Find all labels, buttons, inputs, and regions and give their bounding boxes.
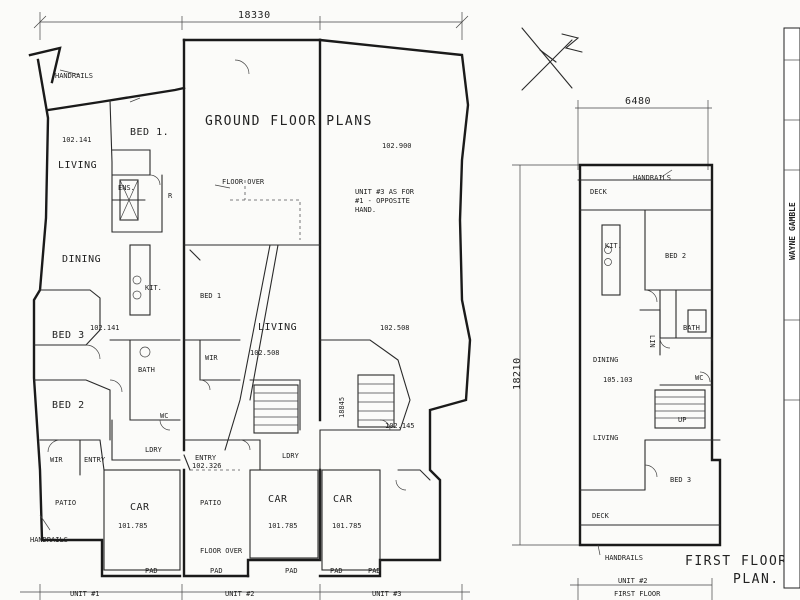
unit-2-label: UNIT #2 [225, 590, 255, 598]
room-deck-top: DECK [590, 188, 608, 196]
room-entry-unit2: ENTRY [195, 454, 217, 462]
stair-unit2 [253, 384, 299, 434]
pad-2: PAD [210, 567, 223, 575]
room-bed2-first: BED 2 [665, 252, 686, 260]
room-bed1-unit2: BED 1 [200, 292, 221, 300]
room-car-unit3: CAR [333, 494, 353, 505]
ground-floor-labels: GROUND FLOOR PLANS BED 1. LIVING ENS. DI… [30, 72, 415, 575]
handrails-note-top: HANDRAILS [55, 72, 93, 80]
room-living-unit2: LIVING [258, 322, 297, 333]
overall-width-label: 18330 [238, 10, 271, 21]
level-5: 102.508 [380, 324, 410, 332]
level-2: 102.141 [90, 324, 120, 332]
first-floor-walls [577, 163, 722, 556]
room-wir-unit2: WIR [205, 354, 218, 362]
level-4: 102.900 [382, 142, 412, 150]
floor-over-note: FLOOR OVER [222, 178, 265, 186]
first-floor-title-line1: FIRST FLOOR [685, 554, 788, 569]
room-wir-unit1: WIR [50, 456, 63, 464]
room-bath-first: BATH [683, 324, 700, 332]
level-10: 102.326 [192, 462, 222, 470]
stair-up-first: UP [678, 416, 686, 424]
unit-dimensions: UNIT #1 UNIT #2 UNIT #3 [20, 584, 470, 600]
pad-4: PAD [330, 567, 343, 575]
first-width-label: 6480 [625, 96, 651, 107]
room-bed1-unit1: BED 1. [130, 127, 169, 138]
handrails-note-bottom: HANDRAILS [30, 536, 68, 544]
first-floor-labels: DECK KIT. BED 2 DINING BATH LIVING BED 3… [590, 174, 788, 587]
pad-5: PAD [368, 567, 381, 575]
level-1: 102.141 [62, 136, 92, 144]
unit-3-label: UNIT #3 [372, 590, 402, 598]
room-kit-unit1: KIT. [145, 284, 162, 292]
level-8: 101.785 [268, 522, 298, 530]
room-bath-unit1: BATH [138, 366, 155, 374]
room-bed3-first: BED 3 [670, 476, 691, 484]
title-block: WAYNE GAMBLE [783, 27, 800, 589]
first-unit-dimension: UNIT #2 FIRST FLOOR [570, 577, 713, 600]
dimension-18845: 18845 [338, 397, 346, 418]
level-first-1: 105.103 [603, 376, 633, 384]
ground-floor-title: GROUND FLOOR PLANS [205, 114, 373, 129]
pad-3: PAD [285, 567, 298, 575]
room-car-unit2: CAR [268, 494, 288, 505]
room-bed2-unit1: BED 2 [52, 400, 85, 411]
level-3: 102.508 [250, 349, 280, 357]
stair-unit3 [357, 374, 395, 428]
first-unit-label: UNIT #2 [618, 577, 648, 585]
room-deck-bottom: DECK [592, 512, 610, 520]
room-living-first: LIVING [593, 434, 618, 442]
handrails-first-top: HANDRAILS [633, 174, 671, 182]
ground-overall-dimension: 18330 [33, 10, 469, 40]
first-floor-title-line2: PLAN. [733, 572, 780, 587]
room-lndry-unit2: LDRY [282, 452, 300, 460]
room-kit-first: KIT. [605, 242, 622, 250]
room-lndry-unit1: LDRY [145, 446, 163, 454]
level-6: 102.145 [385, 422, 415, 430]
north-arrow-icon [521, 27, 583, 91]
level-9: 101.785 [332, 522, 362, 530]
room-dining-unit1: DINING [62, 254, 101, 265]
title-block-author: WAYNE GAMBLE [788, 202, 797, 260]
level-7: 101.785 [118, 522, 148, 530]
unit3-note: UNIT #3 AS FOR #1 - OPPOSITE HAND. [355, 188, 415, 214]
room-living-unit1: LIVING [58, 160, 97, 171]
first-unit-sub-label: FIRST FLOOR [614, 590, 661, 598]
r-mark: R [168, 192, 173, 200]
room-wc-first: WC [695, 374, 703, 382]
room-car-unit1: CAR [130, 502, 150, 513]
floor-over-note-bottom: FLOOR OVER [200, 547, 243, 555]
room-patio-unit1: PATIO [55, 499, 76, 507]
first-length-label: 18210 [512, 357, 523, 390]
room-patio-unit2: PATIO [200, 499, 221, 507]
room-entry-unit1: ENTRY [84, 456, 106, 464]
room-dining-first: DINING [593, 356, 618, 364]
room-lin-first: LIN [648, 335, 656, 348]
room-wc-unit1: WC [160, 412, 168, 420]
pad-1: PAD [145, 567, 158, 575]
first-floor-dimensions: 6480 18210 [512, 96, 712, 546]
room-ens-unit1: ENS. [118, 184, 135, 192]
ground-floor-walls [28, 38, 472, 578]
room-bed3-unit1: BED 3 [52, 330, 85, 341]
unit-1-label: UNIT #1 [70, 590, 100, 598]
handrails-first-bottom: HANDRAILS [605, 554, 643, 562]
